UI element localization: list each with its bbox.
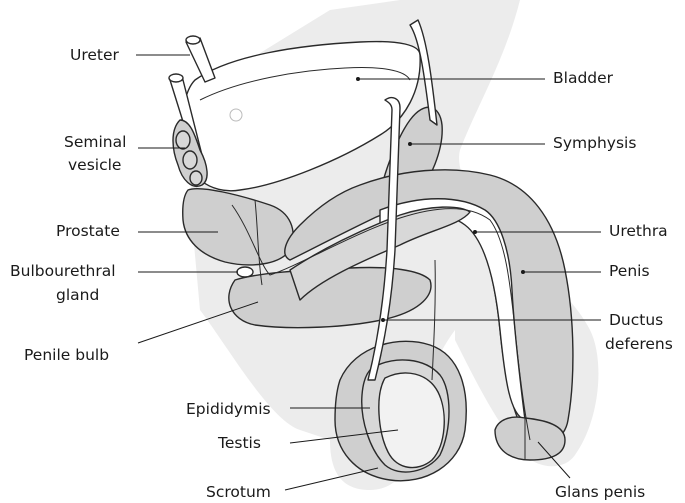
label-ductus-deferens-1: Ductus bbox=[609, 311, 663, 329]
label-seminal-vesicle-2: vesicle bbox=[68, 156, 121, 174]
label-bladder: Bladder bbox=[553, 69, 614, 87]
testis bbox=[379, 373, 444, 468]
label-prostate: Prostate bbox=[56, 222, 120, 240]
label-glans-penis: Glans penis bbox=[555, 483, 645, 501]
label-bulbourethral-2: gland bbox=[56, 286, 99, 304]
bulbourethral-gland bbox=[237, 267, 253, 277]
label-penile-bulb: Penile bulb bbox=[24, 346, 109, 364]
dot-symphysis bbox=[408, 142, 412, 146]
label-scrotum: Scrotum bbox=[206, 483, 271, 501]
label-bulbourethral-1: Bulbourethral bbox=[10, 262, 116, 280]
label-testis: Testis bbox=[217, 434, 261, 452]
dot-penis bbox=[521, 270, 525, 274]
dot-urethra bbox=[473, 230, 477, 234]
label-penis: Penis bbox=[609, 262, 650, 280]
label-symphysis: Symphysis bbox=[553, 134, 636, 152]
label-ductus-deferens-2: deferens bbox=[605, 335, 673, 353]
label-urethra: Urethra bbox=[609, 222, 668, 240]
dot-ductus-deferens bbox=[381, 318, 385, 322]
label-ureter: Ureter bbox=[70, 46, 120, 64]
label-epididymis: Epididymis bbox=[186, 400, 271, 418]
dot-bladder bbox=[356, 77, 360, 81]
label-seminal-vesicle-1: Seminal bbox=[64, 133, 126, 151]
